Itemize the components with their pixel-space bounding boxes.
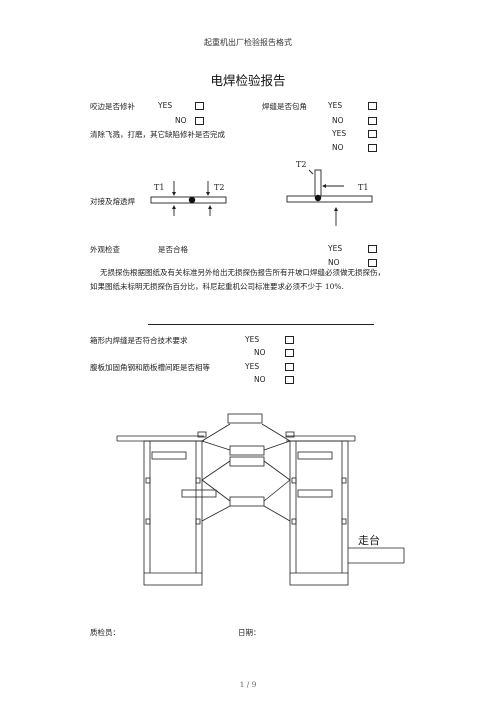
t2-label: T2 (296, 160, 306, 169)
spatter-no-label: NO (332, 143, 344, 152)
appearance-no-label: NO (328, 258, 340, 267)
compliance-label: 是否合格 (158, 245, 188, 254)
page-number: 1 / 9 (239, 680, 257, 689)
spatter-label: 清除飞溅，打磨，其它缺陷修补是否完成 (90, 130, 225, 139)
spatter-yes-checkbox[interactable] (368, 130, 377, 138)
appearance-no-checkbox[interactable] (368, 259, 377, 267)
box-weld-yes-checkbox[interactable] (285, 336, 294, 344)
box-weld-label: 箱形内焊缝是否符合技术要求 (90, 336, 188, 345)
undercut-yes-checkbox[interactable] (195, 102, 204, 110)
report-title: 电焊检验报告 (210, 73, 286, 88)
page-header: 起重机出厂检验报告格式 (204, 38, 292, 47)
walkway-label: 走台 (358, 533, 380, 547)
box-weld-no-checkbox[interactable] (285, 349, 294, 357)
butt-weld-label: 对接及熔透焊 (90, 197, 135, 206)
undercut-no-label: NO (175, 116, 187, 125)
web-stiffener-label: 腹板加固角钢和筋板槽间距是否相等 (90, 363, 210, 372)
undercut-yes-label: YES (158, 101, 173, 110)
web-yes-checkbox[interactable] (285, 363, 294, 371)
box-weld-yes-label: YES (245, 335, 260, 344)
wrap-no-label: NO (332, 116, 344, 125)
wrap-label: 焊缝是否包角 (262, 102, 307, 111)
undercut-no-checkbox[interactable] (195, 117, 204, 125)
wrap-no-checkbox[interactable] (368, 117, 377, 125)
appearance-label: 外观检查 (90, 245, 120, 254)
fillet-weld-diagram: T2 T1 (286, 160, 373, 226)
t1-label: T1 (154, 183, 164, 192)
appearance-yes-label: YES (328, 244, 343, 253)
box-weld-no-label: NO (254, 348, 266, 357)
web-no-checkbox[interactable] (285, 376, 294, 384)
wrap-yes-checkbox[interactable] (368, 102, 377, 110)
inspector-label: 质检员： (90, 628, 120, 637)
appearance-yes-checkbox[interactable] (368, 245, 377, 253)
date-label: 日期： (238, 628, 261, 637)
spatter-no-checkbox[interactable] (368, 144, 377, 152)
web-yes-label: YES (245, 362, 260, 371)
web-no-label: NO (254, 375, 266, 384)
t1-label: T1 (358, 183, 368, 192)
wrap-yes-label: YES (328, 101, 343, 110)
spatter-yes-label: YES (332, 129, 347, 138)
t2-label: T2 (214, 183, 224, 192)
crane-cross-section-drawing: 走台 (116, 413, 405, 586)
ndt-paragraph-line-1: 无损探伤根据图纸及有关标准另外给出无损探伤报告所有开坡口焊缝必须做无损探伤， (100, 268, 385, 277)
butt-weld-diagram: T1 T2 (150, 181, 227, 216)
section-divider (148, 324, 374, 325)
undercut-label: 咬边是否修补 (90, 102, 135, 111)
ndt-paragraph-line-2: 如果图纸未标明无损探伤百分比，科尼起重机公司标准要求必须不少于 10%. (90, 282, 344, 291)
